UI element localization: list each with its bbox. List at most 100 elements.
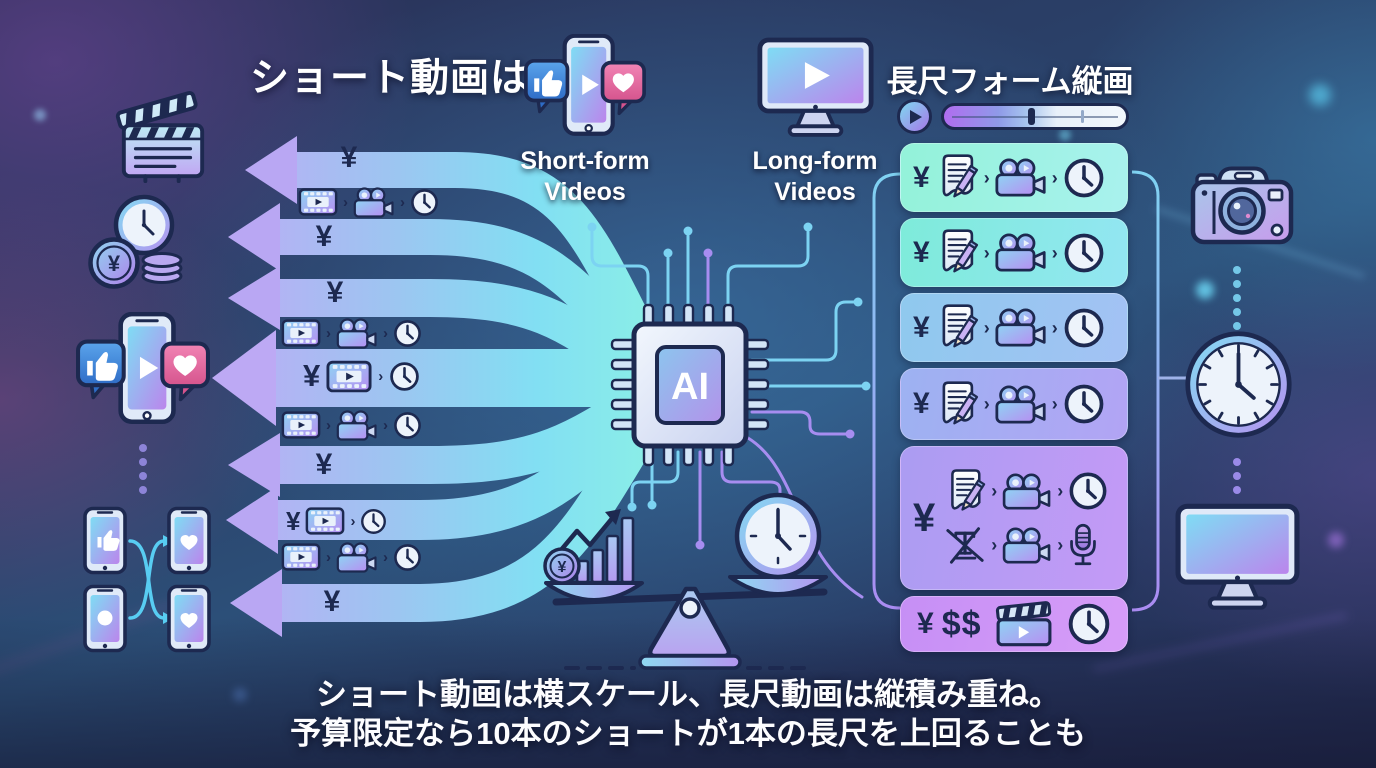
bokeh-dot xyxy=(1059,129,1071,141)
clock-icon xyxy=(1067,602,1111,646)
phone-mini-heart-icon xyxy=(166,584,212,654)
progress-tick xyxy=(1080,110,1084,123)
short-form-phone-icon xyxy=(524,34,646,143)
clock-icon xyxy=(393,543,422,572)
chevron-icon: › xyxy=(326,416,331,434)
clock-icon xyxy=(1063,232,1105,274)
row-brackets xyxy=(872,170,1186,612)
script-icon xyxy=(935,228,979,277)
balance-scale: ¥ xyxy=(543,492,828,670)
clapperboard-small-icon xyxy=(995,600,1053,648)
chevron-icon: › xyxy=(1051,394,1058,414)
film-strip-icon xyxy=(305,507,345,535)
script-icon xyxy=(935,380,979,429)
arrow-cost-label: ¥ xyxy=(303,358,321,393)
pipeline-row-5-stack: › › › › xyxy=(944,466,1108,570)
arrow-cost-label: ¥ xyxy=(326,276,344,309)
chevron-icon: › xyxy=(1057,535,1064,555)
pipeline-row-1: ¥ › › xyxy=(900,143,1128,212)
clock-icon xyxy=(1063,383,1105,425)
chevron-icon: › xyxy=(983,242,990,263)
yen-label: ¥ xyxy=(913,495,936,540)
chevron-icon: › xyxy=(991,535,998,555)
chevron-icon: › xyxy=(983,167,990,188)
film-strip-icon xyxy=(298,188,338,216)
chevron-icon: › xyxy=(400,193,405,211)
chevron-icon: › xyxy=(326,548,331,566)
on-arrow-steps-row: ¥ › xyxy=(286,502,387,540)
no-text-icon xyxy=(944,526,986,564)
short-form-label-line2: Videos xyxy=(544,178,626,207)
yen-label: ¥ xyxy=(913,235,930,269)
long-form-videos-label: Long-form Videos xyxy=(730,146,900,209)
chevron-icon: › xyxy=(343,193,348,211)
long-form-monitor-icon xyxy=(757,37,874,137)
progress-track-line xyxy=(952,115,1118,118)
video-camera-icon xyxy=(353,187,395,218)
chevron-icon: › xyxy=(326,324,331,342)
bokeh-dot xyxy=(1328,532,1344,548)
play-button-icon xyxy=(897,99,932,134)
arrow-cost-label: ¥ xyxy=(315,220,333,253)
phone-social-icon xyxy=(76,312,210,432)
phone-grid-arrows xyxy=(128,535,174,624)
photo-camera-icon xyxy=(1190,164,1294,248)
video-camera-icon xyxy=(1002,527,1052,564)
on-arrow-steps-row: ¥ › xyxy=(303,357,420,395)
pipeline-row-2: ¥ › › xyxy=(900,218,1128,287)
bokeh-dot xyxy=(34,109,46,121)
yen-label: ¥ xyxy=(913,310,930,344)
film-strip-icon xyxy=(281,319,321,347)
arrow-cost-label: ¥ xyxy=(315,448,333,481)
clock-icon xyxy=(360,508,387,535)
time-clock-icon xyxy=(734,492,822,580)
video-camera-icon xyxy=(1002,473,1052,510)
pipeline-row-5-line1: › › xyxy=(944,466,1108,516)
chevron-icon: › xyxy=(991,481,998,501)
production-steps-row: › › xyxy=(281,406,422,444)
production-steps-row: › › xyxy=(281,538,422,576)
dotted-separators xyxy=(139,266,1241,494)
arrow-cost-label: ¥ xyxy=(286,505,301,536)
phone-mini-thumb-icon xyxy=(82,506,128,576)
production-steps-row: › › xyxy=(281,314,422,352)
arrow-cost-label: ¥ xyxy=(323,585,341,618)
script-icon xyxy=(944,468,986,515)
bokeh-dot xyxy=(1309,84,1331,106)
film-strip-icon xyxy=(281,543,321,571)
video-camera-icon xyxy=(336,318,378,349)
pipeline-row-4: ¥ › › xyxy=(900,368,1128,440)
chevron-icon: › xyxy=(383,416,388,434)
ai-chip-label: AI xyxy=(671,366,709,408)
video-camera-icon xyxy=(336,410,378,441)
yen-coin-glyph: ¥ xyxy=(558,559,567,576)
chevron-icon: › xyxy=(983,317,990,338)
clock-icon xyxy=(1063,307,1105,349)
chevron-icon: › xyxy=(1051,167,1058,188)
video-camera-icon xyxy=(995,308,1047,347)
long-form-label-line2: Videos xyxy=(774,178,856,207)
script-icon xyxy=(935,303,979,352)
pipeline-row-6-cost: ¥ $$ xyxy=(917,605,982,644)
video-camera-icon xyxy=(995,158,1047,197)
big-clock-icon xyxy=(1183,329,1294,440)
clock-icon xyxy=(393,411,422,440)
pipeline-row-3: ¥ › › xyxy=(900,293,1128,362)
pipeline-row-5-line2: › › xyxy=(944,520,1108,570)
chevron-icon: › xyxy=(383,548,388,566)
dollars-label: $$ xyxy=(941,604,982,643)
yen-label: ¥ xyxy=(913,387,930,420)
chevron-icon: › xyxy=(350,512,356,530)
short-form-videos-label: Short-form Videos xyxy=(500,146,670,209)
chevron-icon: › xyxy=(1051,317,1058,338)
short-form-label-line1: Short-form xyxy=(520,147,650,175)
phone-mini-circle-icon xyxy=(82,584,128,654)
arrow-cost-label: ¥ xyxy=(340,141,358,174)
chevron-icon: › xyxy=(1057,481,1064,501)
clapperboard-icon xyxy=(114,90,212,184)
pipeline-row-6: ¥ $$ xyxy=(900,596,1128,652)
clock-icon xyxy=(389,361,420,392)
title-short-videos: ショート動画は xyxy=(250,57,531,100)
